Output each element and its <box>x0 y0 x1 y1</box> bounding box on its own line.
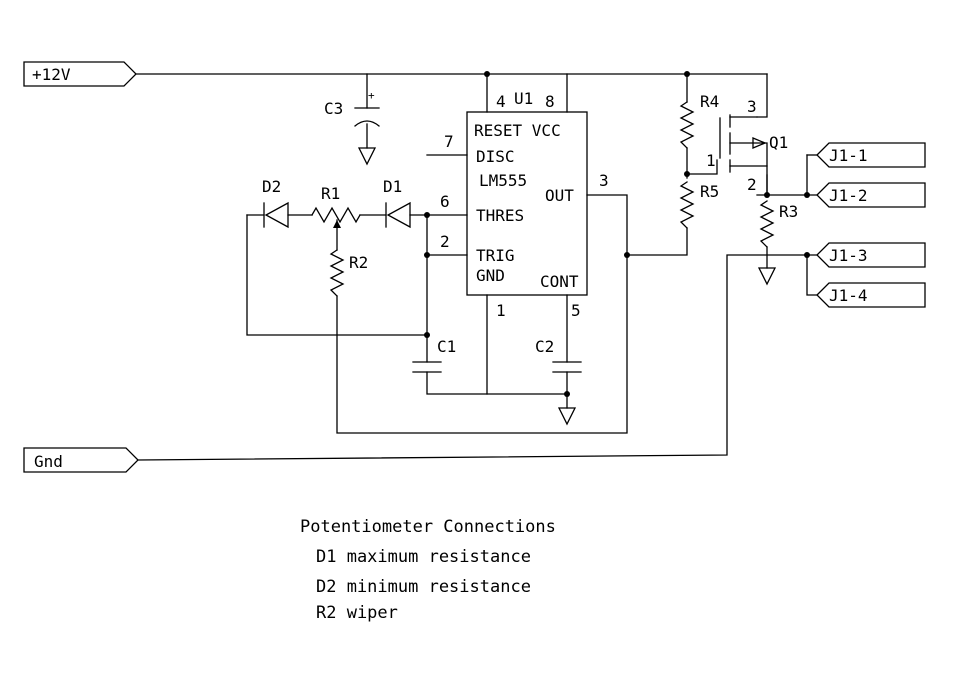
port-j1-3-label: J1-3 <box>829 246 868 265</box>
r1-label: R1 <box>321 184 340 203</box>
u1-pin-reset-vcc: RESET VCC <box>474 121 561 140</box>
r3-resistor: R3 <box>759 200 798 248</box>
c2-label: C2 <box>535 337 554 356</box>
port-j1-2-label: J1-2 <box>829 186 868 205</box>
r4-label: R4 <box>700 92 719 111</box>
port-j1-1: J1-1 <box>816 142 926 168</box>
u1-pin1-number: 1 <box>496 301 506 320</box>
r2-label: R2 <box>349 253 368 272</box>
r3-label: R3 <box>779 202 798 221</box>
port-plus12v-label: +12V <box>32 65 71 84</box>
port-j1-4-label: J1-4 <box>829 286 868 305</box>
u1-ref: U1 <box>514 89 533 108</box>
u1-pin2-number: 2 <box>440 232 450 251</box>
r4-resistor: R4 <box>679 92 719 149</box>
c1-label: C1 <box>437 337 456 356</box>
r3-ground-icon <box>757 267 777 286</box>
r5-resistor: R5 <box>679 181 719 229</box>
d2-label: D2 <box>262 177 281 196</box>
u1-lm555: U1 4 8 RESET VCC 7 DISC LM555 OUT 3 6 TH… <box>440 89 609 320</box>
notes-title: Potentiometer Connections <box>300 517 556 537</box>
c3-ground-icon <box>357 147 377 166</box>
notes-line-d2: D2 minimum resistance <box>316 577 531 597</box>
c3-polarity: + <box>368 89 375 102</box>
port-j1-2: J1-2 <box>816 182 926 208</box>
u1-part: LM555 <box>479 171 527 190</box>
q1-mosfet: 3 Q1 1 2 <box>706 97 788 194</box>
port-gnd-label: Gnd <box>34 452 63 471</box>
u1-pin-trig: TRIG <box>476 246 515 265</box>
c2-ground-icon <box>557 407 577 426</box>
d1-label: D1 <box>383 177 402 196</box>
port-gnd: Gnd <box>23 447 139 473</box>
u1-pin5-number: 5 <box>571 301 581 320</box>
potentiometer-notes: Potentiometer Connections D1 maximum res… <box>300 517 556 623</box>
d2-diode: D2 <box>262 177 289 229</box>
u1-pin-cont: CONT <box>540 272 579 291</box>
notes-line-r2: R2 wiper <box>316 603 398 623</box>
u1-pin-disc: DISC <box>476 147 515 166</box>
u1-pin8-number: 8 <box>545 92 555 111</box>
c3-capacitor: + C3 <box>324 89 380 127</box>
junction-dots <box>424 71 810 397</box>
u1-pin-thres: THRES <box>476 206 524 225</box>
u1-pin4-number: 4 <box>496 92 506 111</box>
u1-pin-gnd: GND <box>476 266 505 285</box>
r2-resistor: R2 <box>329 249 368 297</box>
d1-diode: D1 <box>383 177 411 229</box>
port-plus12v: +12V <box>23 61 137 87</box>
c1-capacitor: C1 <box>412 337 456 373</box>
q1-pin3-number: 3 <box>747 97 757 116</box>
c3-label: C3 <box>324 99 343 118</box>
c2-capacitor: C2 <box>535 337 582 373</box>
q1-pin1-number: 1 <box>706 151 716 170</box>
r5-label: R5 <box>700 182 719 201</box>
r1-potentiometer: R1 <box>311 184 361 228</box>
port-j1-1-label: J1-1 <box>829 146 868 165</box>
port-j1-3: J1-3 <box>816 242 926 268</box>
u1-pin-out: OUT <box>545 186 574 205</box>
u1-pin3-number: 3 <box>599 171 609 190</box>
q1-ref: Q1 <box>769 133 788 152</box>
q1-pin2-number: 2 <box>747 175 757 194</box>
u1-pin6-number: 6 <box>440 192 450 211</box>
notes-line-d1: D1 maximum resistance <box>316 547 531 567</box>
port-j1-4: J1-4 <box>816 282 926 308</box>
u1-pin7-number: 7 <box>444 132 454 151</box>
